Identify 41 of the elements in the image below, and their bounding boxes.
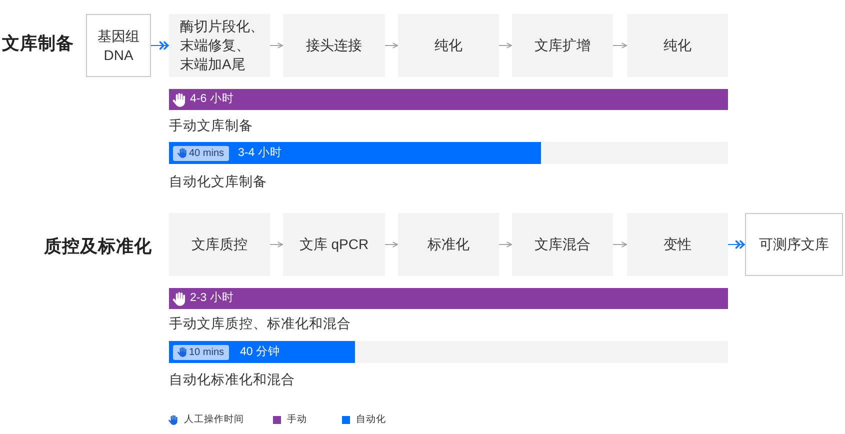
duration-bar <box>169 142 541 164</box>
process-box: 文库质控 <box>169 213 270 276</box>
bar-caption: 自动化标准化和混合 <box>169 371 295 389</box>
duration-text: 2-3 小时 <box>190 290 234 306</box>
duration-bar <box>169 89 728 110</box>
arrow <box>384 42 398 48</box>
arrow <box>270 42 284 48</box>
process-box: 酶切片段化、末端修复、末端加A尾 <box>169 14 270 77</box>
process-box: 接头连接 <box>283 14 385 77</box>
duration-bar <box>169 341 355 363</box>
arrow <box>612 42 628 48</box>
time-badge <box>173 344 229 360</box>
section-heading: 文库制备 <box>2 32 74 54</box>
legend-text: 人工操作时间 <box>184 414 244 426</box>
arrow <box>384 242 398 248</box>
arrow <box>498 242 512 248</box>
legend-text: 手动 <box>287 414 307 426</box>
start-box: 基因组DNA <box>86 14 151 77</box>
process-box: 文库 qPCR <box>283 213 385 276</box>
duration-text: 3-4 小时 <box>238 146 282 161</box>
process-box: 变性 <box>627 213 728 276</box>
legend-text: 自动化 <box>356 414 386 426</box>
end-box: 可测序文库 <box>745 213 843 276</box>
process-box: 文库扩增 <box>512 14 613 77</box>
process-box: 纯化 <box>398 14 499 77</box>
arrow <box>612 242 628 248</box>
process-box: 标准化 <box>398 213 499 276</box>
time-badge <box>173 146 229 160</box>
bar-caption: 手动文库质控、标准化和混合 <box>169 315 351 333</box>
duration-bar <box>169 288 728 309</box>
arrow <box>270 242 284 248</box>
bar-caption: 手动文库制备 <box>169 116 253 134</box>
process-box: 纯化 <box>627 14 728 77</box>
duration-text: 40 分钟 <box>240 344 280 360</box>
badge-text: 40 mins <box>189 146 224 160</box>
arrow <box>498 42 512 48</box>
bar-caption: 自动化文库制备 <box>169 172 267 190</box>
section-heading: 质控及标准化 <box>44 235 152 258</box>
badge-text: 10 mins <box>189 346 224 360</box>
process-box: 文库混合 <box>512 213 613 276</box>
duration-text: 4-6 小时 <box>190 92 234 107</box>
